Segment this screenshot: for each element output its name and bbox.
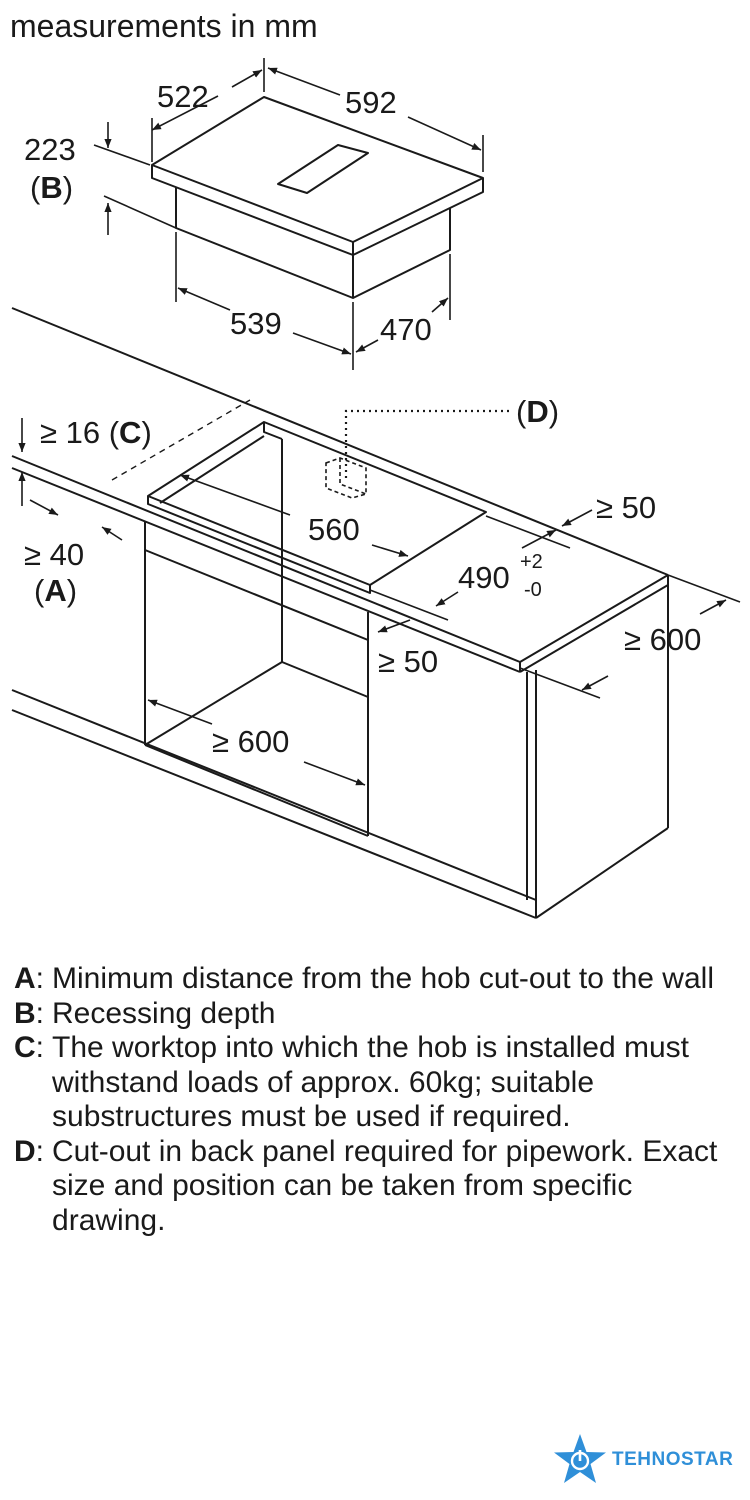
dim-body-depth-label: 470: [380, 312, 432, 347]
hob-cutout: [147, 421, 487, 586]
legend-item-c: C: The worktop into which the hob is ins…: [14, 1031, 690, 1133]
dim-cabinet-width-label: ≥ 600: [212, 724, 289, 759]
legend-item-d: D: Cut-out in back panel required for pi…: [14, 1134, 718, 1237]
legend-item-a: A: Minimum distance from the hob cut-out…: [14, 962, 714, 995]
legend: A: Minimum distance from the hob cut-out…: [14, 962, 742, 1238]
pipework-ref-label: (D): [516, 394, 559, 429]
legend-item-b: B: Recessing depth: [14, 996, 276, 1030]
page-title: measurements in mm: [10, 8, 318, 44]
dim-height-label: 223: [24, 132, 76, 167]
pipework-cutout: [325, 409, 512, 499]
dim-body-width-label: 539: [230, 306, 282, 341]
dim-worktop-thickness-label: ≥ 16 (C): [40, 415, 152, 450]
dim-wall-distance-ref: (A): [34, 573, 77, 608]
dim-depth-label: 522: [157, 79, 209, 114]
dim-wall-distance-label: ≥ 40: [24, 537, 84, 572]
downdraft-vent: [277, 144, 369, 194]
wall-reference-line: [111, 399, 251, 481]
dim-height-ref: (B): [30, 170, 73, 205]
dim-cutout-tol-plus: +2: [520, 551, 543, 573]
installation-dimensions: [18, 418, 741, 786]
dim-cutout-width-label: 560: [308, 512, 360, 547]
dim-width-label: 592: [345, 85, 397, 120]
dim-cutout-depth-label: 490: [458, 560, 510, 595]
dim-cutout-tol-minus: -0: [524, 579, 542, 601]
brand-name: TEHNOSTAR: [612, 1449, 734, 1470]
installation-diagram: 522 592 223 (B) 539 470: [11, 58, 741, 919]
dim-side-distance-label: ≥ 50: [596, 490, 656, 525]
brand-logo: TEHNOSTAR: [552, 1432, 748, 1488]
hob-drawing: [151, 96, 484, 299]
hob-dimensions: [93, 58, 484, 370]
kitchen-unit-drawing: [11, 307, 669, 919]
dim-worktop-depth-label: ≥ 600: [624, 622, 701, 657]
dim-front-distance-label: ≥ 50: [378, 644, 438, 679]
star-power-icon: [554, 1434, 606, 1483]
